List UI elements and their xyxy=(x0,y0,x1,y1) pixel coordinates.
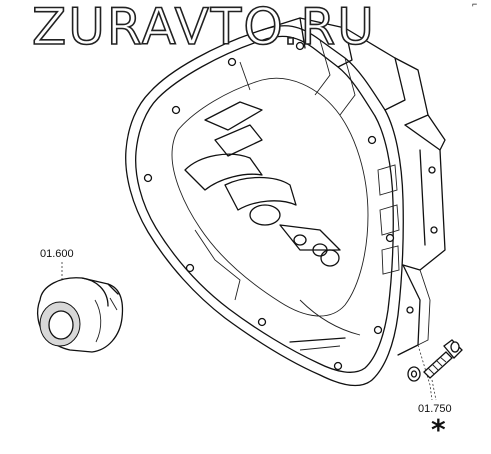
release-bearing-icon xyxy=(36,262,124,353)
corner-mark: ⌐ xyxy=(472,0,478,9)
watermark-text: ZURAVTO.RU xyxy=(31,0,376,56)
washer-icon xyxy=(407,366,421,382)
clutch-housing-icon xyxy=(125,17,446,401)
part-number-bolt-washer: 01.750 xyxy=(418,403,452,415)
bolt-icon xyxy=(423,339,463,401)
asterisk-marker: * xyxy=(431,413,446,446)
part-number-release-bearing: 01.600 xyxy=(40,248,74,260)
